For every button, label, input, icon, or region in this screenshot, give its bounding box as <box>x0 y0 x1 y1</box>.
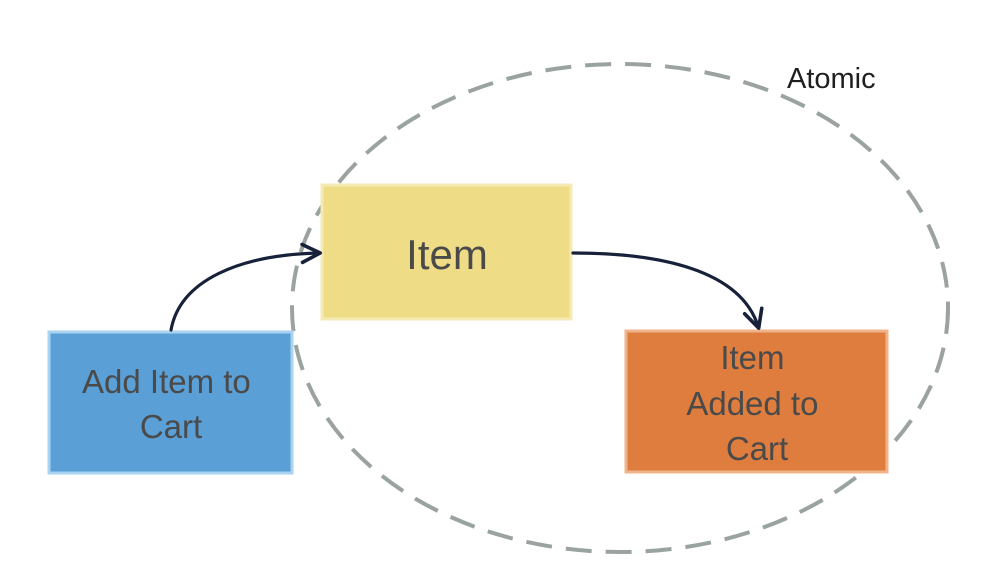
arrow-item-to-item-added <box>571 251 764 330</box>
node-item-line-1: Item <box>406 231 488 278</box>
node-item-added-to-cart-line-1: Item <box>720 339 784 376</box>
node-item-added-to-cart: Item Added to Cart <box>624 329 889 474</box>
node-add-item-to-cart: Add Item to Cart <box>47 330 294 475</box>
node-item-added-to-cart-label: Item Added to Cart <box>686 339 827 467</box>
node-item: Item <box>320 183 573 321</box>
atomic-boundary <box>290 62 950 554</box>
atomic-boundary-label: Atomic <box>787 63 876 95</box>
node-item-added-to-cart-line-2: Added to <box>686 385 818 422</box>
node-add-item-to-cart-line-1: Add Item to <box>82 363 251 400</box>
node-item-added-to-cart-box <box>624 329 889 474</box>
node-add-item-to-cart-label: Add Item to Cart <box>82 363 260 445</box>
node-add-item-to-cart-line-2: Cart <box>140 408 202 445</box>
arrow-add-item-to-item <box>169 242 323 332</box>
node-item-label: Item <box>406 231 488 278</box>
node-item-added-to-cart-line-3: Cart <box>726 430 788 467</box>
node-add-item-to-cart-box <box>47 330 294 475</box>
